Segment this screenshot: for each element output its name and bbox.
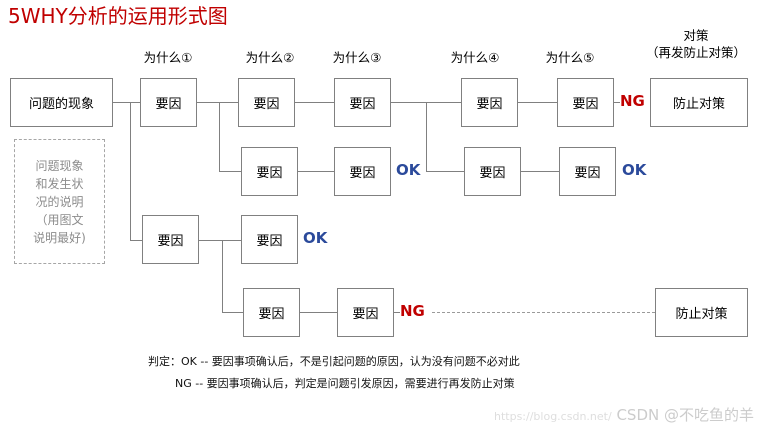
connector-trunk-vertical <box>130 102 131 240</box>
cause-box-r1c4[interactable]: 要因 <box>461 78 518 127</box>
cause-box-r4c2[interactable]: 要因 <box>243 288 300 337</box>
column-header-why2: 为什么② <box>245 50 295 65</box>
problem-note-box: 问题现象 和发生状 况的说明 （用图文 说明最好) <box>14 139 105 264</box>
note-line-5: 说明最好) <box>33 230 86 245</box>
note-line-1: 问题现象 <box>35 158 84 173</box>
countermeasure-box-bottom[interactable]: 防止对策 <box>655 288 748 337</box>
watermark-url: https://blog.csdn.net/ <box>494 410 612 423</box>
connector-branch3-to-r4c2 <box>222 312 243 313</box>
cause-box-r3c2[interactable]: 要因 <box>241 215 298 264</box>
judgement-tag-ng-row4: NG <box>400 302 425 320</box>
connector-problem-to-trunk <box>113 102 140 103</box>
cause-box-r1c3[interactable]: 要因 <box>334 78 391 127</box>
cause-box-r2c5[interactable]: 要因 <box>559 147 616 196</box>
column-header-countermeasure-line1: 对策 <box>683 28 709 43</box>
cause-box-r1c1[interactable]: 要因 <box>140 78 197 127</box>
cause-box-r2c2[interactable]: 要因 <box>241 147 298 196</box>
connector-r2c2-to-r2c3 <box>298 171 334 172</box>
connector-r4c3-to-ng <box>394 312 400 313</box>
connector-r3c1-right <box>199 240 241 241</box>
column-header-countermeasure-line2: （再发防止对策） <box>645 45 746 60</box>
judgement-tag-ok-row2-left: OK <box>396 161 421 179</box>
note-line-2: 和发生状 <box>35 176 84 191</box>
cause-box-r2c4[interactable]: 要因 <box>464 147 521 196</box>
connector-branch2-vertical <box>426 102 427 172</box>
problem-phenomenon-box[interactable]: 问题的现象 <box>10 78 113 127</box>
connector-branch3-vertical <box>222 240 223 313</box>
judgement-tag-ok-row2-right: OK <box>622 161 647 179</box>
note-line-3: 况的说明 <box>35 194 84 209</box>
connector-r1c1-right <box>197 102 238 103</box>
csdn-watermark: https://blog.csdn.net/ CSDN @不吃鱼的羊 <box>494 404 754 425</box>
column-header-why5: 为什么⑤ <box>545 50 595 65</box>
countermeasure-box-top[interactable]: 防止对策 <box>650 78 748 127</box>
note-line-4: （用图文 <box>35 212 84 227</box>
connector-r1c5-to-ng <box>614 102 620 103</box>
connector-r4c2-to-r4c3 <box>300 312 337 313</box>
column-header-why4: 为什么④ <box>450 50 500 65</box>
column-header-why1: 为什么① <box>143 50 193 65</box>
judgement-tag-ng-row1: NG <box>620 92 645 110</box>
judgement-tag-ok-row3: OK <box>303 229 328 247</box>
connector-r1c4-to-r1c5 <box>518 102 557 103</box>
connector-ng2-to-countermeasure <box>432 312 655 313</box>
cause-box-r1c5[interactable]: 要因 <box>557 78 614 127</box>
connector-trunk-to-r3c1 <box>130 240 142 241</box>
cause-box-r1c2[interactable]: 要因 <box>238 78 295 127</box>
connector-r2c4-to-r2c5 <box>521 171 559 172</box>
cause-box-r3c1[interactable]: 要因 <box>142 215 199 264</box>
connector-r1c2-to-r1c3 <box>295 102 334 103</box>
column-header-why3: 为什么③ <box>332 50 382 65</box>
cause-box-r2c3[interactable]: 要因 <box>334 147 391 196</box>
legend-line-ok: 判定：OK -- 要因事项确认后，不是引起问题的原因，认为没有问题不必对此 <box>148 355 520 368</box>
cause-box-r4c3[interactable]: 要因 <box>337 288 394 337</box>
page-title: 5WHY分析的运用形式图 <box>8 4 228 28</box>
connector-branch1-vertical <box>219 102 220 172</box>
connector-branch1-to-r2c2 <box>219 171 241 172</box>
legend-line-ng: NG -- 要因事项确认后，判定是问题引发原因，需要进行再发防止对策 <box>175 377 515 390</box>
watermark-text: CSDN @不吃鱼的羊 <box>616 406 754 424</box>
connector-branch2-to-r2c4 <box>426 171 464 172</box>
